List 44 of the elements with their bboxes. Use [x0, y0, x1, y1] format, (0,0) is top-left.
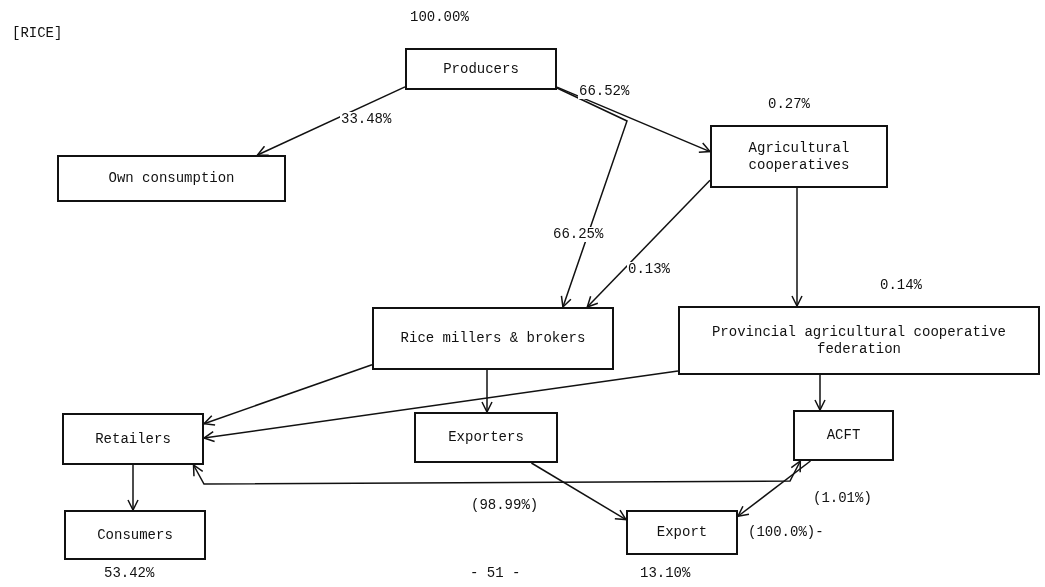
node-label: Exporters [448, 429, 524, 446]
arrow [737, 460, 812, 517]
edge-label: (1.01%) [812, 491, 873, 507]
arrow [556, 87, 628, 308]
page-number: - 51 - [470, 566, 521, 582]
process-box [372, 307, 614, 370]
node-label: Agricultural cooperatives [747, 139, 851, 174]
percentage-label: (100.0%)- [748, 525, 824, 541]
percentage-label: 53.42% [104, 566, 155, 582]
arrow [530, 462, 627, 521]
percentage-label: 0.27% [768, 97, 810, 113]
node-label: Producers [443, 60, 519, 78]
process-box [710, 125, 888, 188]
percentage-label: 100.00% [410, 10, 469, 26]
diagram-title: [RICE] [12, 26, 63, 42]
node-label: Export [656, 524, 708, 541]
arrow [814, 374, 826, 411]
process-box [405, 48, 557, 90]
node-label: Provincial agricultural cooperative federation [710, 323, 1008, 358]
arrow [586, 179, 711, 308]
process-box [626, 510, 738, 555]
node-label: Own consumption [108, 170, 235, 187]
arrow [481, 369, 493, 413]
process-box [678, 306, 1040, 375]
arrow [556, 86, 711, 154]
node-label: Consumers [97, 526, 173, 544]
process-box [414, 412, 558, 463]
arrow [256, 86, 406, 157]
arrow [791, 187, 803, 307]
node-label: Retailers [95, 430, 171, 448]
node-label: ACFT [826, 427, 861, 444]
process-box [57, 155, 286, 202]
arrow [203, 364, 373, 426]
arrow [203, 370, 679, 443]
process-box [62, 413, 204, 465]
percentage-label: 0.14% [880, 278, 922, 294]
process-box [64, 510, 206, 560]
edge-label: 66.52% [578, 84, 631, 100]
arrow [192, 460, 802, 485]
edge-label: 66.25% [552, 227, 605, 243]
node-label: Rice millers & brokers [400, 330, 586, 347]
arrow [127, 464, 139, 511]
process-box [793, 410, 894, 461]
percentage-label: 13.10% [640, 566, 691, 582]
